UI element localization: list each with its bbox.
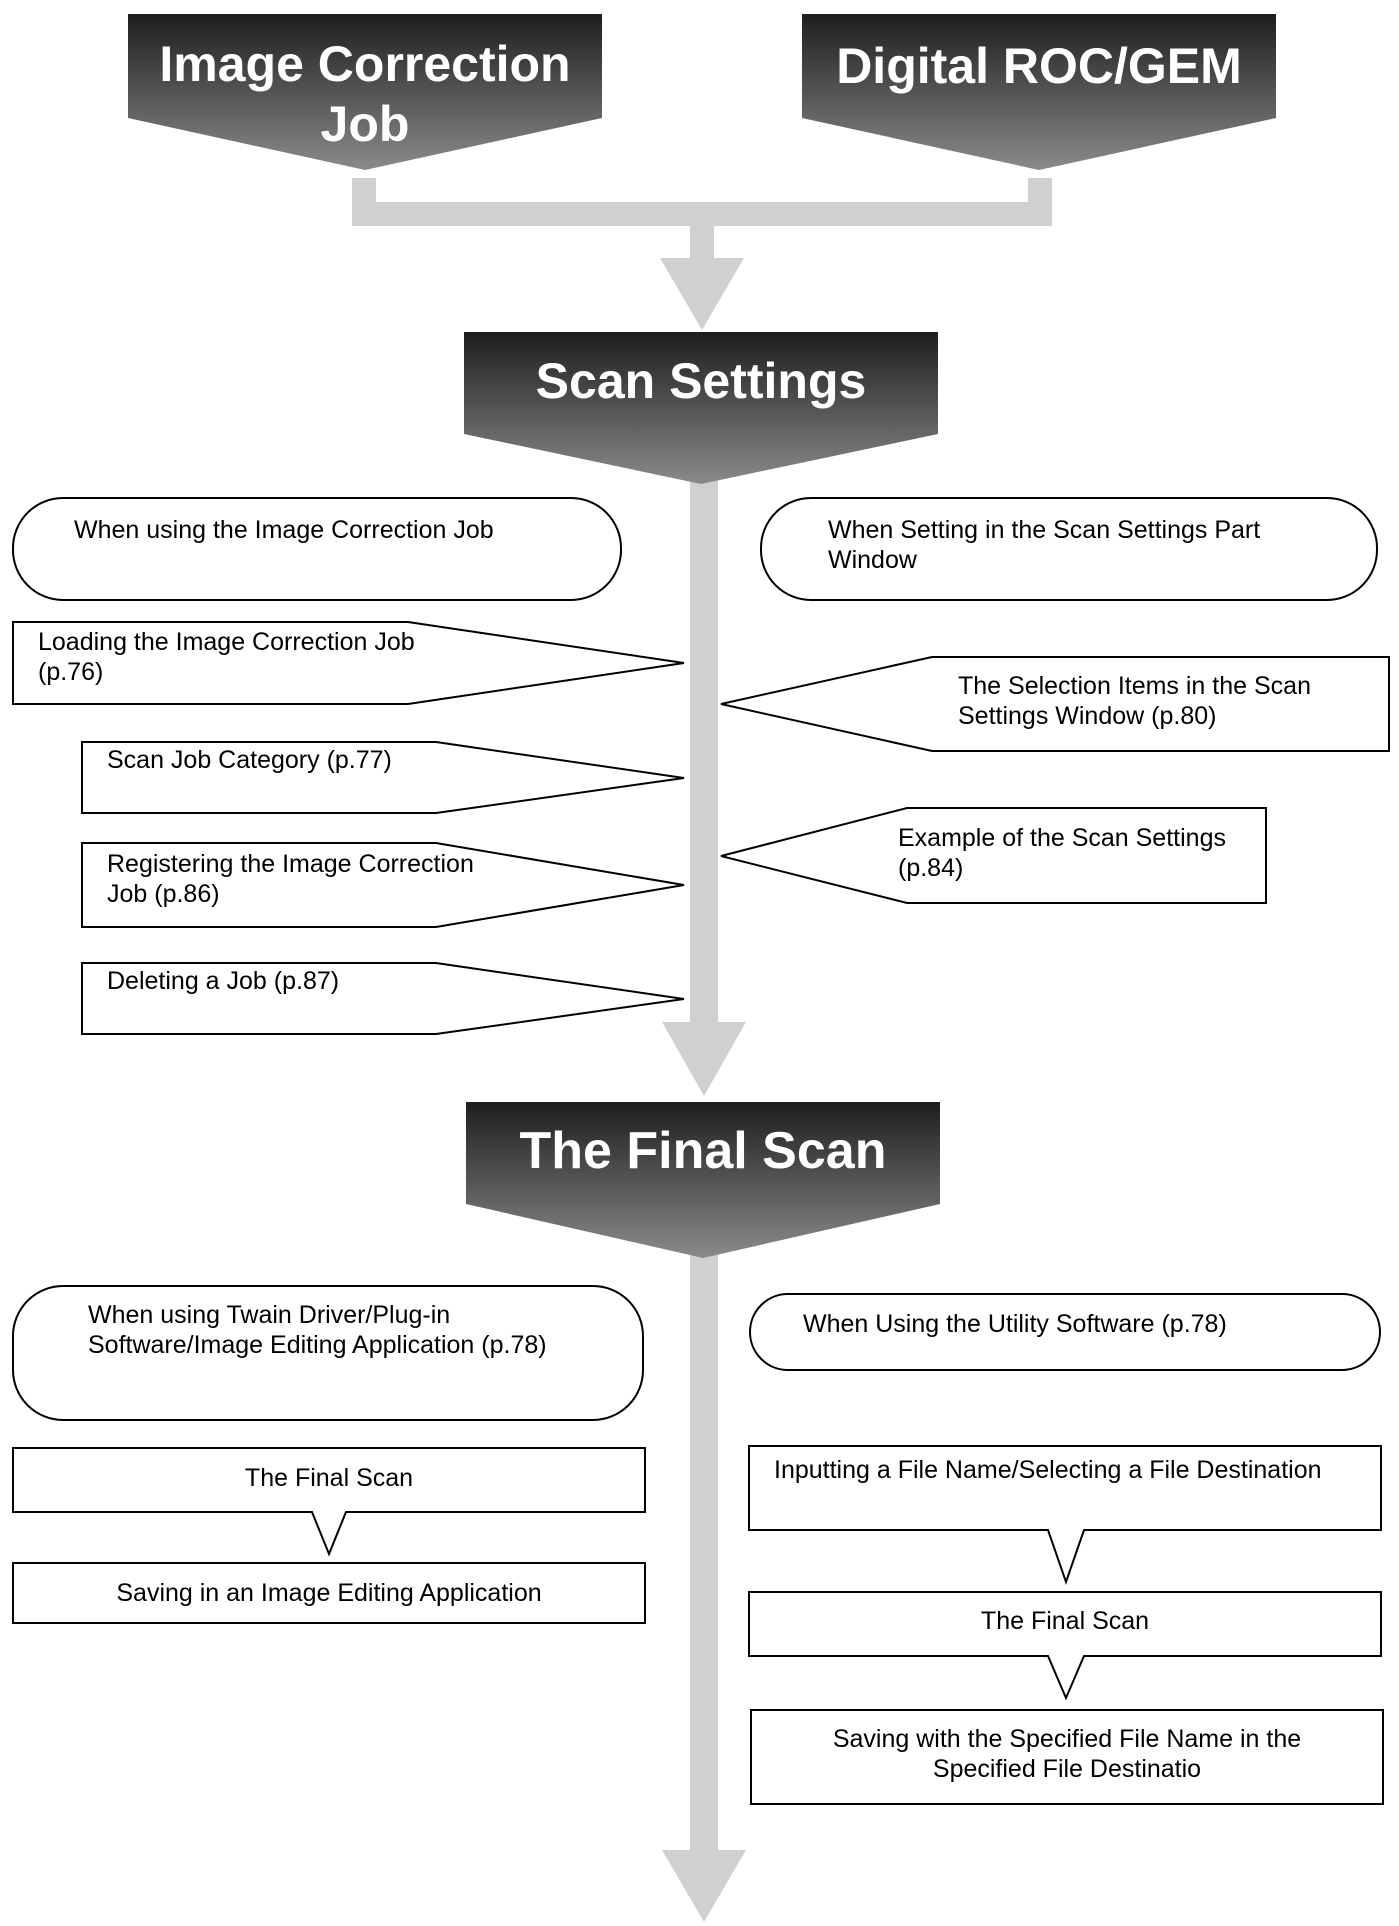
scan-settings-spine <box>662 480 746 1096</box>
twain-driver-heading-box <box>12 1285 644 1421</box>
deleting-a-job-label: Deleting a Job (p.87) <box>107 967 340 995</box>
digital-roc-gem-header: Digital ROC/GEM <box>836 38 1242 94</box>
final-scan-right-label: The Final Scan <box>980 1607 1150 1635</box>
final-scan-left-label: The Final Scan <box>244 1464 414 1492</box>
loading-image-correction-job-label: Loading the Image Correction Job (p.76) <box>38 628 415 686</box>
callout-example-scan-settings <box>720 807 1267 904</box>
image-correction-job-heading: When using the Image Correction Job <box>74 516 494 544</box>
scan-settings-part-window-heading: When Setting in the Scan Settings Part W… <box>828 516 1261 574</box>
digital-roc-gem-header-shape <box>802 14 1276 170</box>
utility-software-heading: When Using the Utility Software (p.78) <box>803 1310 1227 1338</box>
final-scan-spine <box>662 1255 746 1922</box>
saving-specified-file-name-label: Saving with the Specified File Name in t… <box>832 1725 1302 1783</box>
final-scan-header: The Final Scan <box>519 1122 887 1180</box>
image-correction-job-heading-box <box>12 497 622 601</box>
utility-software-heading-box <box>749 1293 1381 1371</box>
registering-image-correction-job-label: Registering the Image Correction Job (p.… <box>107 850 474 908</box>
step-final-scan-left <box>12 1447 646 1557</box>
scan-settings-header: Scan Settings <box>535 353 867 409</box>
image-correction-job-header: Image Correction Job <box>159 36 571 152</box>
callout-scan-job-category <box>81 741 685 814</box>
inputting-file-name-label: Inputting a File Name/Selecting a File D… <box>774 1456 1322 1484</box>
twain-driver-heading: When using Twain Driver/Plug-in Software… <box>88 1301 547 1359</box>
scan-settings-part-window-heading-box <box>760 497 1378 601</box>
step-final-scan-right <box>748 1591 1382 1701</box>
callout-deleting-a-job <box>81 962 685 1035</box>
scan-settings-header-shape <box>464 332 938 484</box>
callout-selection-items-scan-settings-window <box>720 656 1390 752</box>
top-merge-connector <box>352 178 1052 330</box>
callout-registering-image-correction-job <box>81 842 685 928</box>
selection-items-scan-settings-window-label: The Selection Items in the Scan Settings… <box>958 672 1311 730</box>
callout-loading-image-correction-job <box>12 621 685 705</box>
step-saving-image-editing-app <box>12 1562 646 1624</box>
example-scan-settings-label: Example of the Scan Settings (p.84) <box>898 824 1226 882</box>
saving-image-editing-app-label: Saving in an Image Editing Application <box>116 1579 542 1607</box>
final-scan-header-shape <box>466 1102 940 1258</box>
step-saving-specified-file-name <box>750 1709 1384 1805</box>
image-correction-job-header-shape <box>128 14 602 170</box>
step-inputting-file-name <box>748 1445 1382 1586</box>
scan-job-category-label: Scan Job Category (p.77) <box>107 746 392 774</box>
